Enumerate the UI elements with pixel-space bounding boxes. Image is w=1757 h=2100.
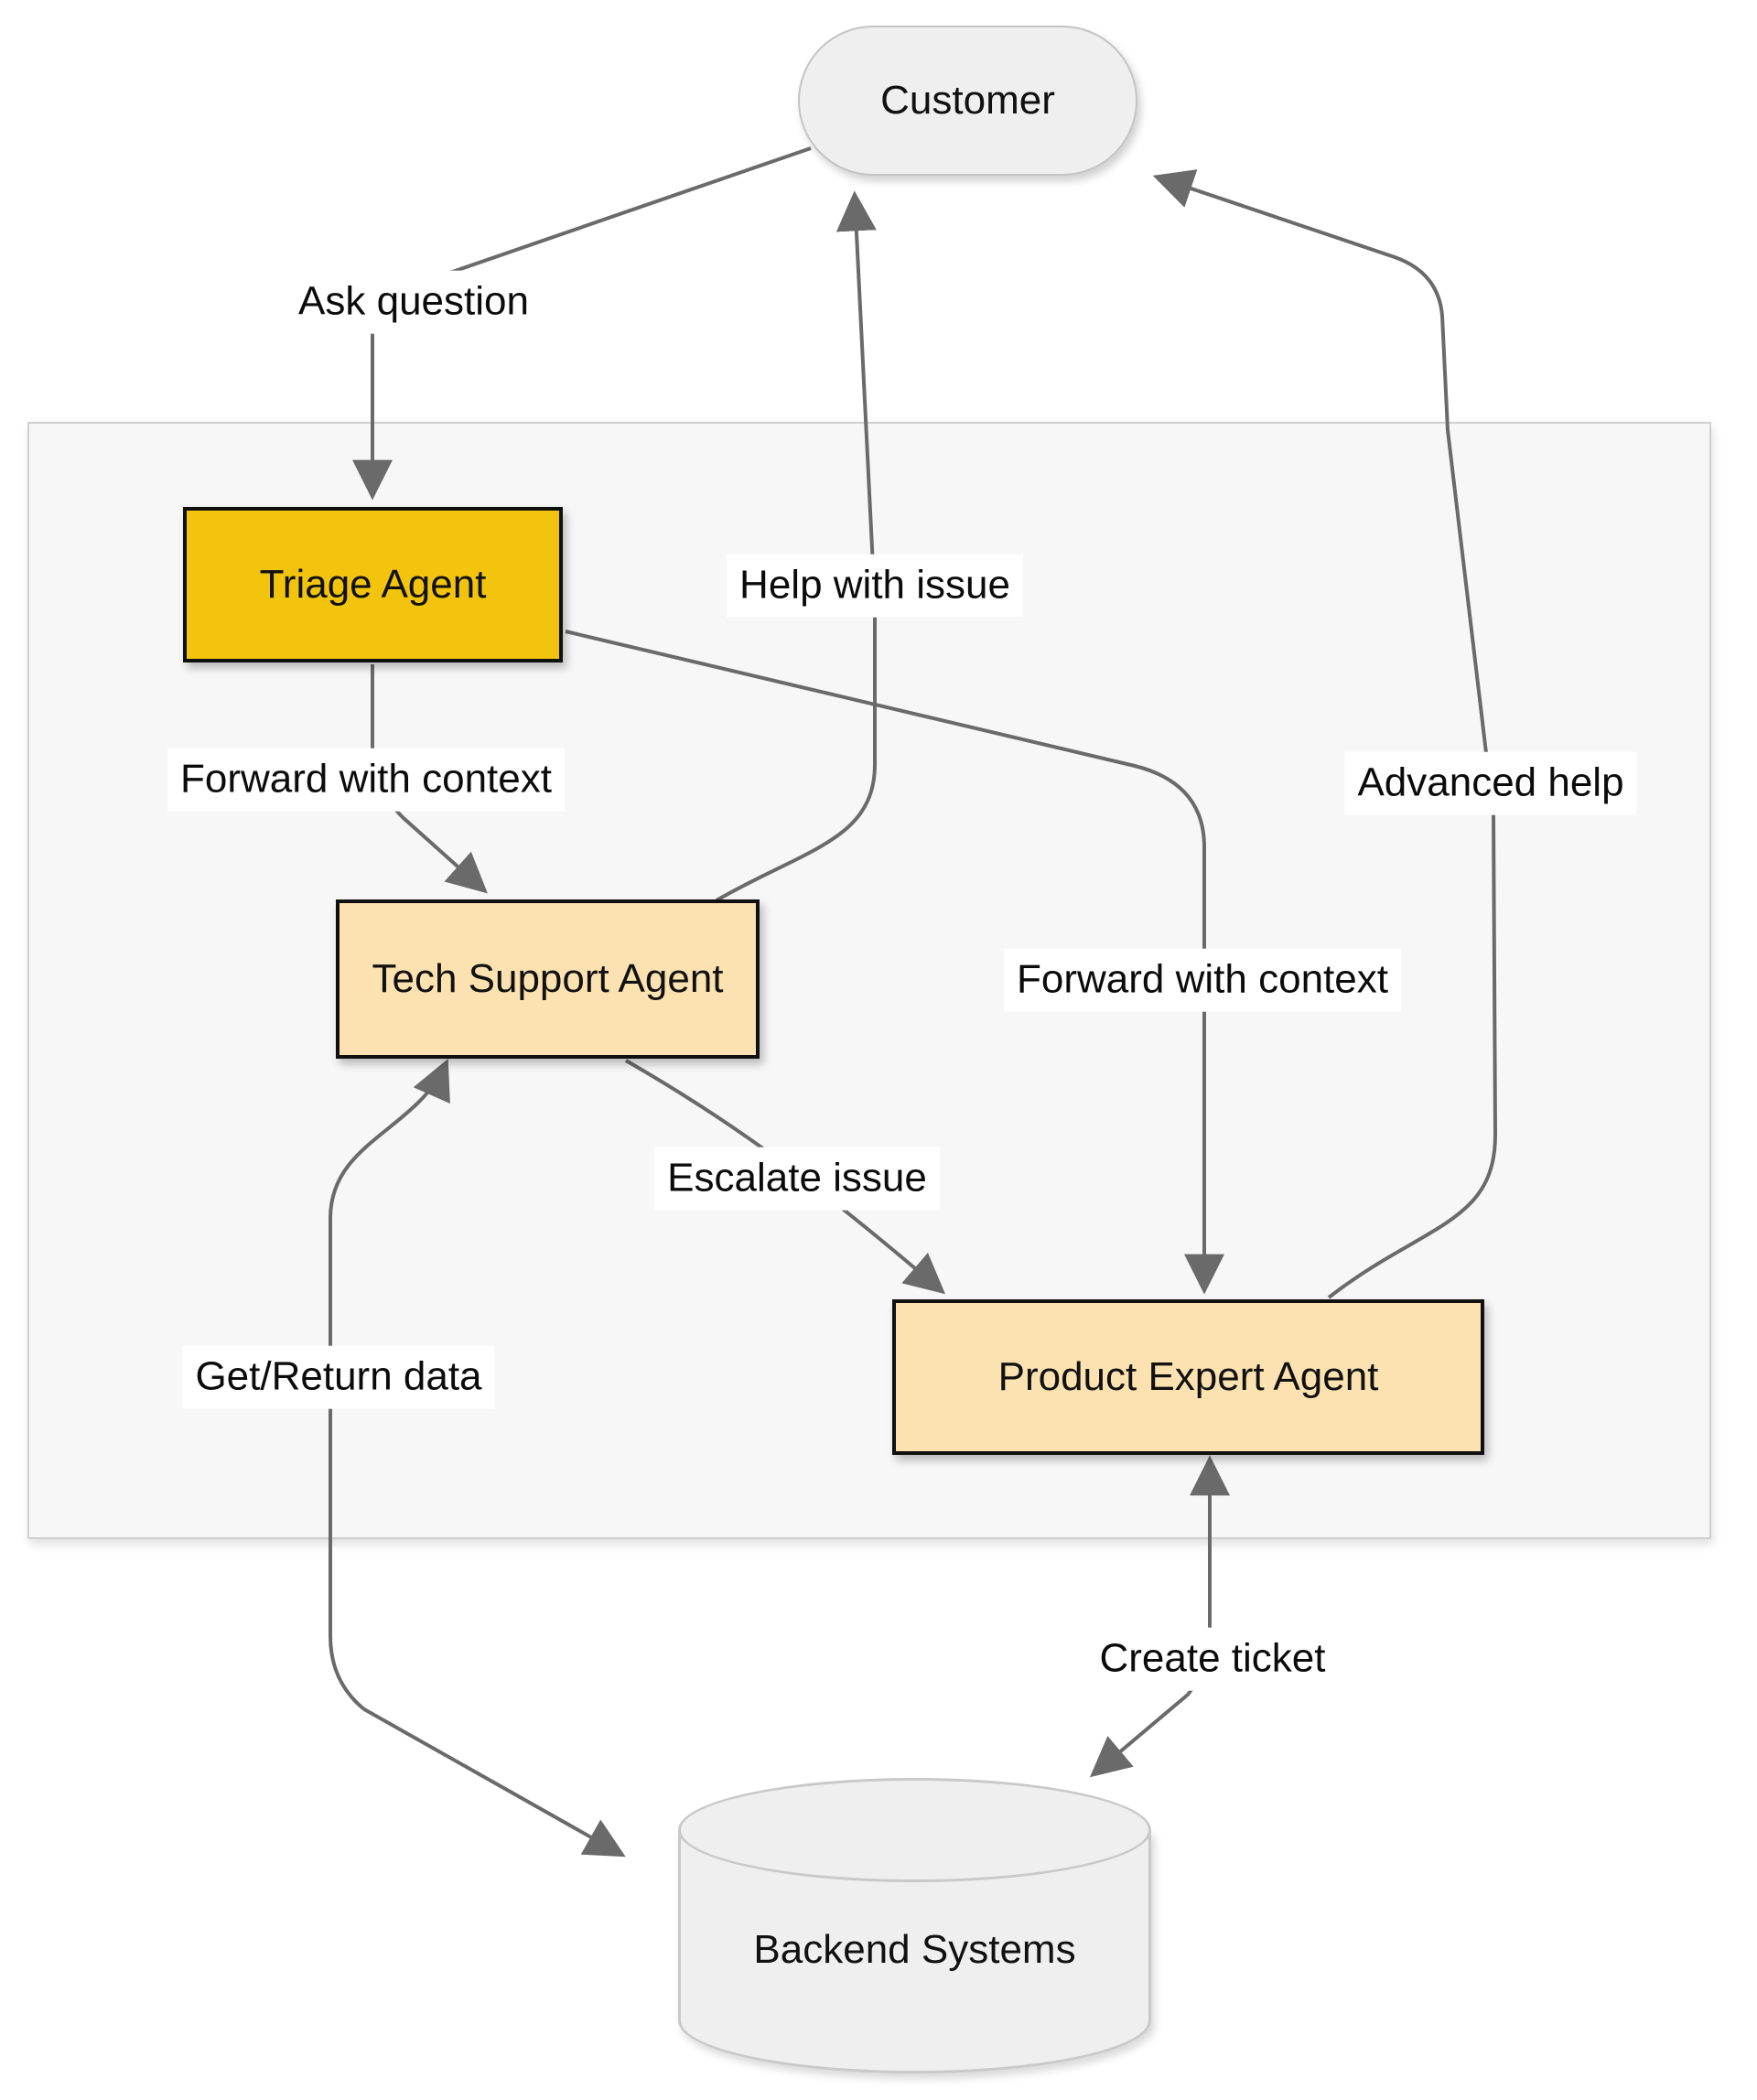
cylinder-top — [678, 1778, 1151, 1882]
node-customer: Customer — [798, 26, 1137, 176]
edge-label-ask-question: Ask question — [286, 270, 542, 334]
edge-label-escalate-issue: Escalate issue — [654, 1147, 940, 1211]
edge-label-help-with-issue: Help with issue — [727, 554, 1023, 618]
node-customer-label: Customer — [880, 78, 1055, 123]
node-product-expert-agent: Product Expert Agent — [892, 1299, 1484, 1455]
node-triage-agent: Triage Agent — [183, 507, 563, 662]
node-tech-support-agent-label: Tech Support Agent — [372, 956, 724, 1001]
node-backend-systems-label: Backend Systems — [753, 1927, 1076, 1972]
edge-label-get-return-data: Get/Return data — [182, 1345, 495, 1409]
edge-label-forward-with-context-right: Forward with context — [1004, 948, 1401, 1012]
node-backend-systems: Backend Systems — [678, 1778, 1151, 2073]
edge-label-advanced-help: Advanced help — [1344, 751, 1637, 815]
edge-label-forward-with-context-left: Forward with context — [167, 748, 565, 812]
edge-label-create-ticket: Create ticket — [1086, 1627, 1339, 1691]
node-triage-agent-label: Triage Agent — [259, 562, 487, 607]
node-tech-support-agent: Tech Support Agent — [336, 899, 760, 1059]
node-product-expert-agent-label: Product Expert Agent — [997, 1354, 1379, 1399]
